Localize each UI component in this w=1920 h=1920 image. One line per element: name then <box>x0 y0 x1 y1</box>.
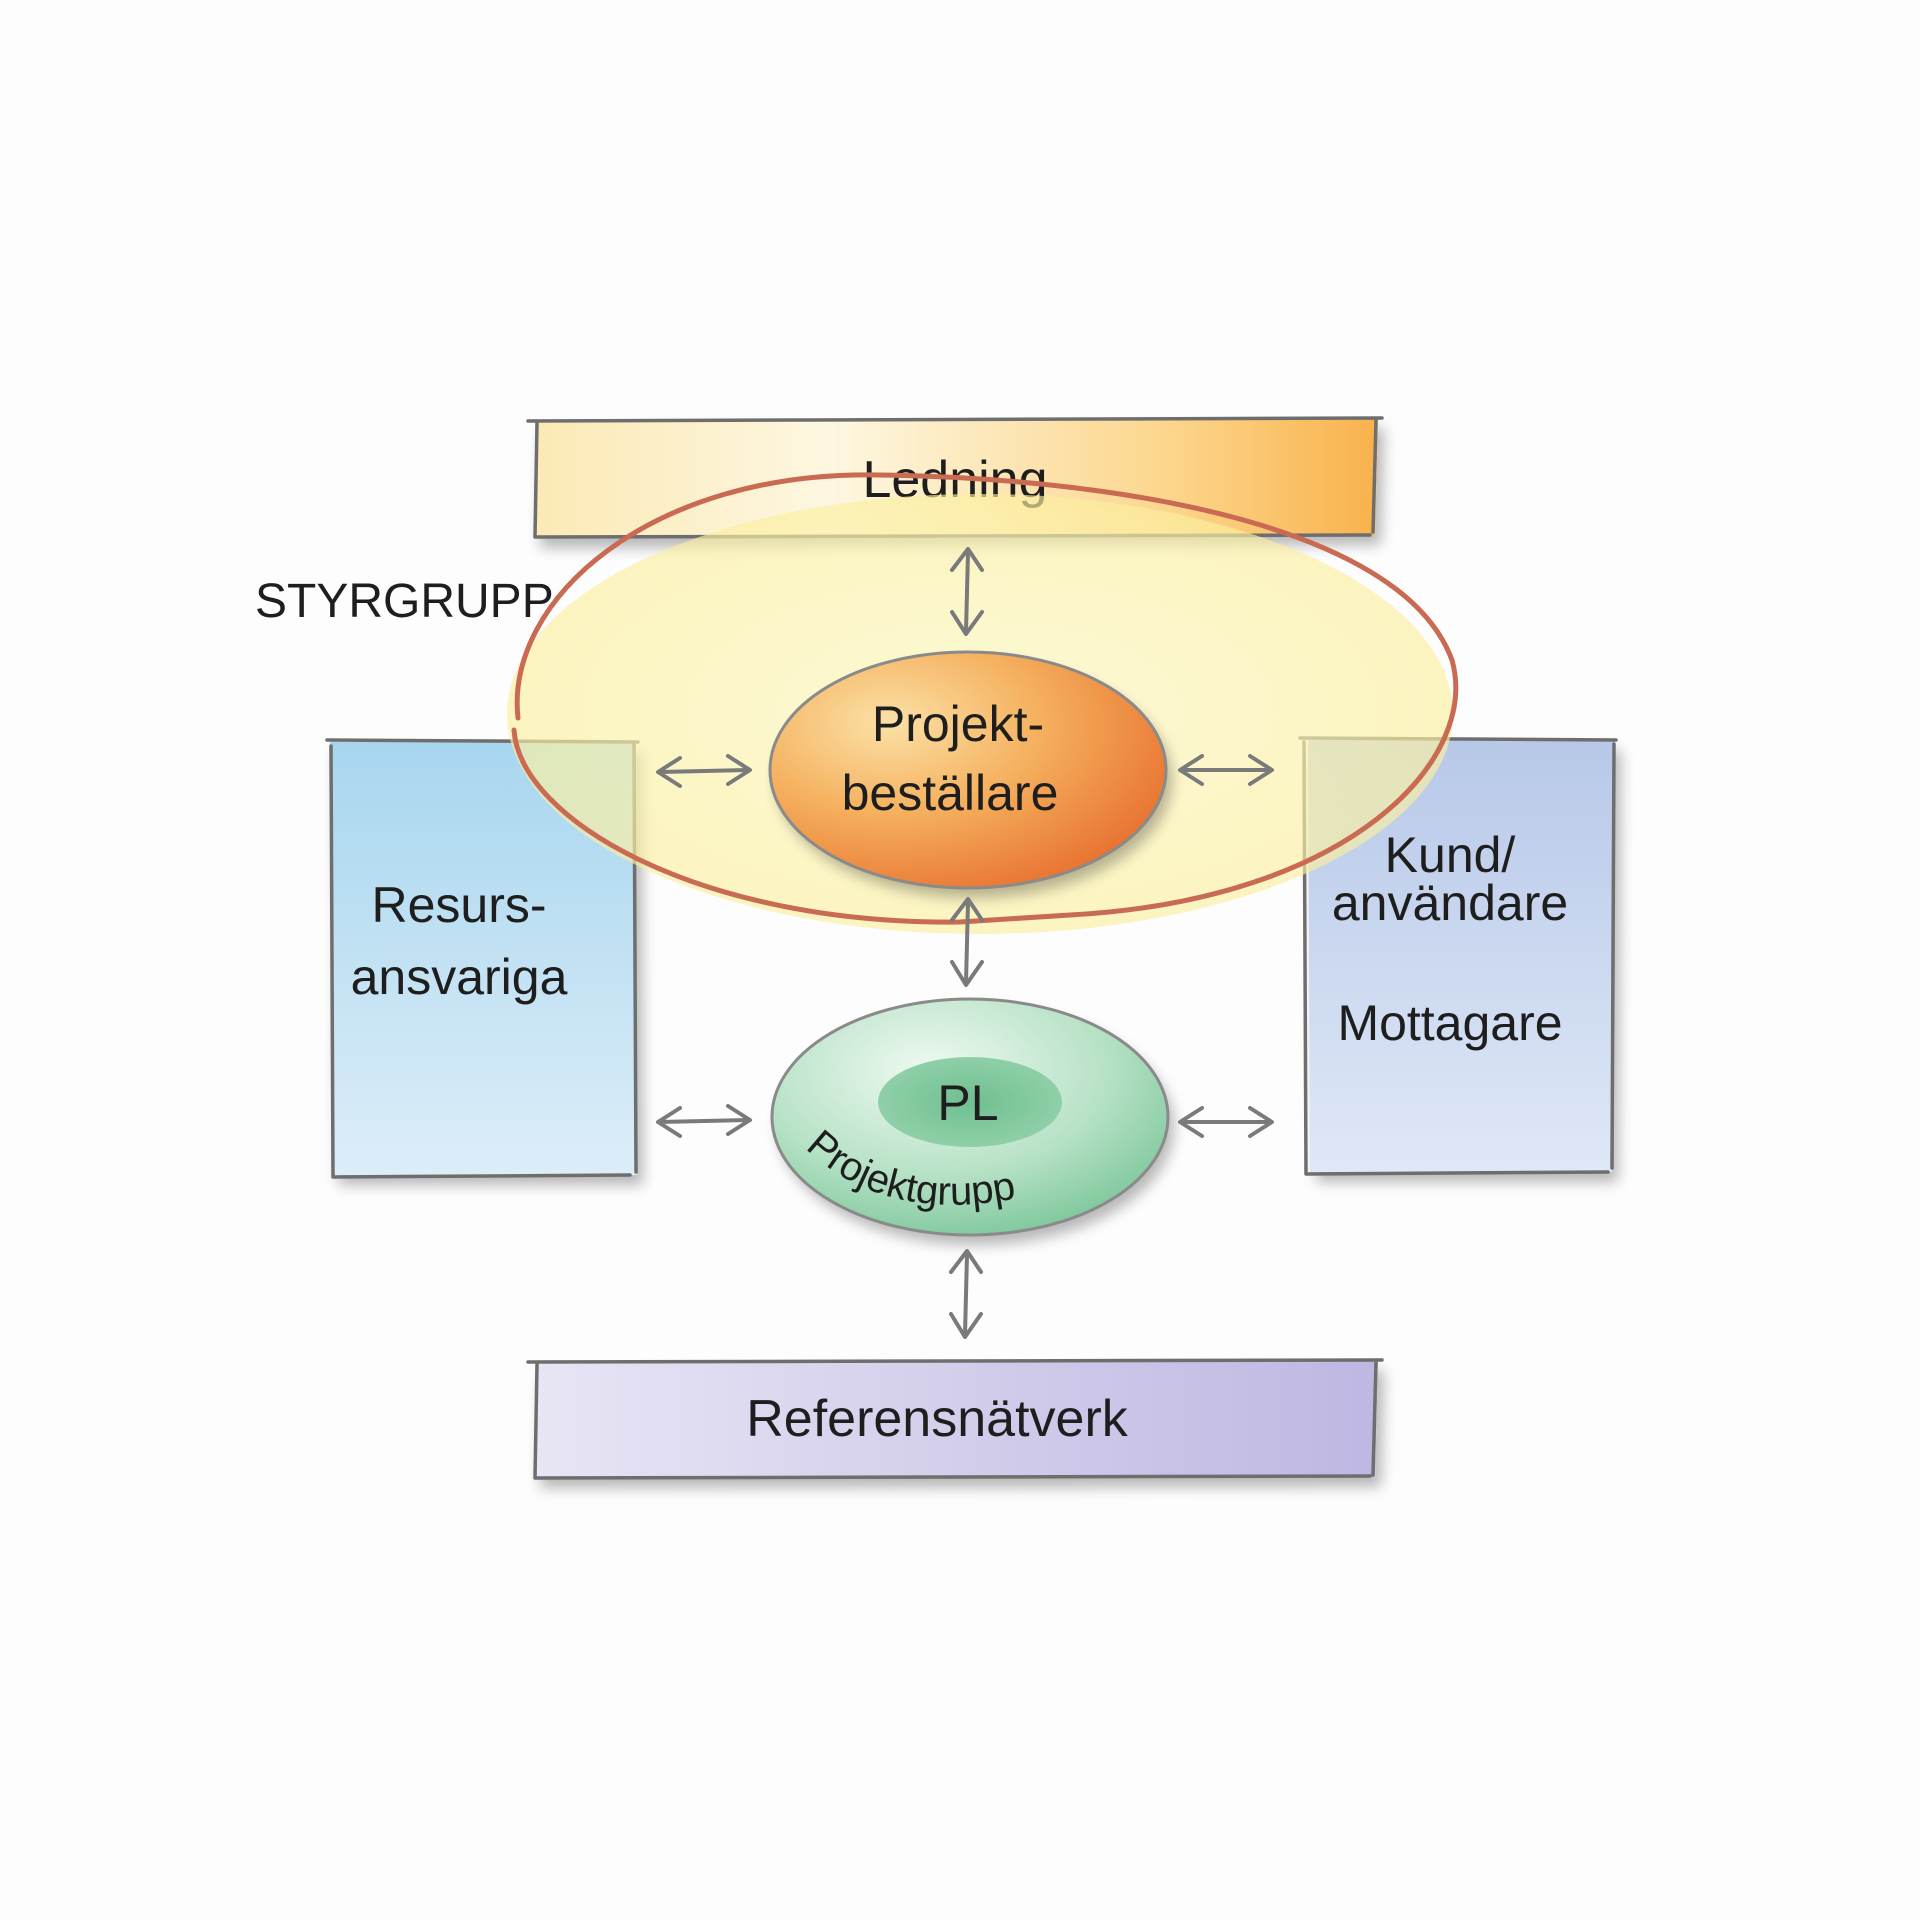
resursansvariga-box: Resurs- ansvariga <box>325 738 640 1179</box>
arrow-group-referens <box>949 1249 983 1339</box>
projektbestallare-ellipse: Projekt- beställare <box>768 650 1168 890</box>
referensnatverk-label: Referensnätverk <box>746 1390 1129 1448</box>
mottagare-label: Mottagare <box>1337 995 1562 1051</box>
arrow-resurs-sponsor <box>656 754 752 788</box>
arrow-group-kund <box>1178 1106 1274 1138</box>
projektgrupp-ellipse: PL Projektgrupp <box>770 997 1170 1237</box>
kund-label-line1: Kund/ <box>1385 827 1516 883</box>
double-arrow-icon <box>656 547 1274 1339</box>
projektbestallare-label-line2: beställare <box>842 765 1059 821</box>
arrow-sponsor-kund <box>1178 754 1274 786</box>
resursansvariga-label-line2: ansvariga <box>351 949 568 1005</box>
pl-core <box>878 1057 1062 1147</box>
arrow-ledning-sponsor <box>950 547 984 636</box>
arrow-sponsor-group <box>950 897 984 987</box>
referensnatverk-box: Referensnätverk <box>526 1358 1384 1480</box>
arrow-resurs-group <box>656 1104 752 1138</box>
projektbestallare-label-line1: Projekt- <box>872 696 1044 752</box>
kund-label-line2: användare <box>1332 875 1568 931</box>
kund-mottagare-box: Kund/ användare Mottagare <box>1298 736 1618 1176</box>
styrgrupp-label: STYRGRUPP <box>255 575 554 628</box>
pl-label: PL <box>937 1075 998 1131</box>
resursansvariga-label-line1: Resurs- <box>371 877 546 933</box>
